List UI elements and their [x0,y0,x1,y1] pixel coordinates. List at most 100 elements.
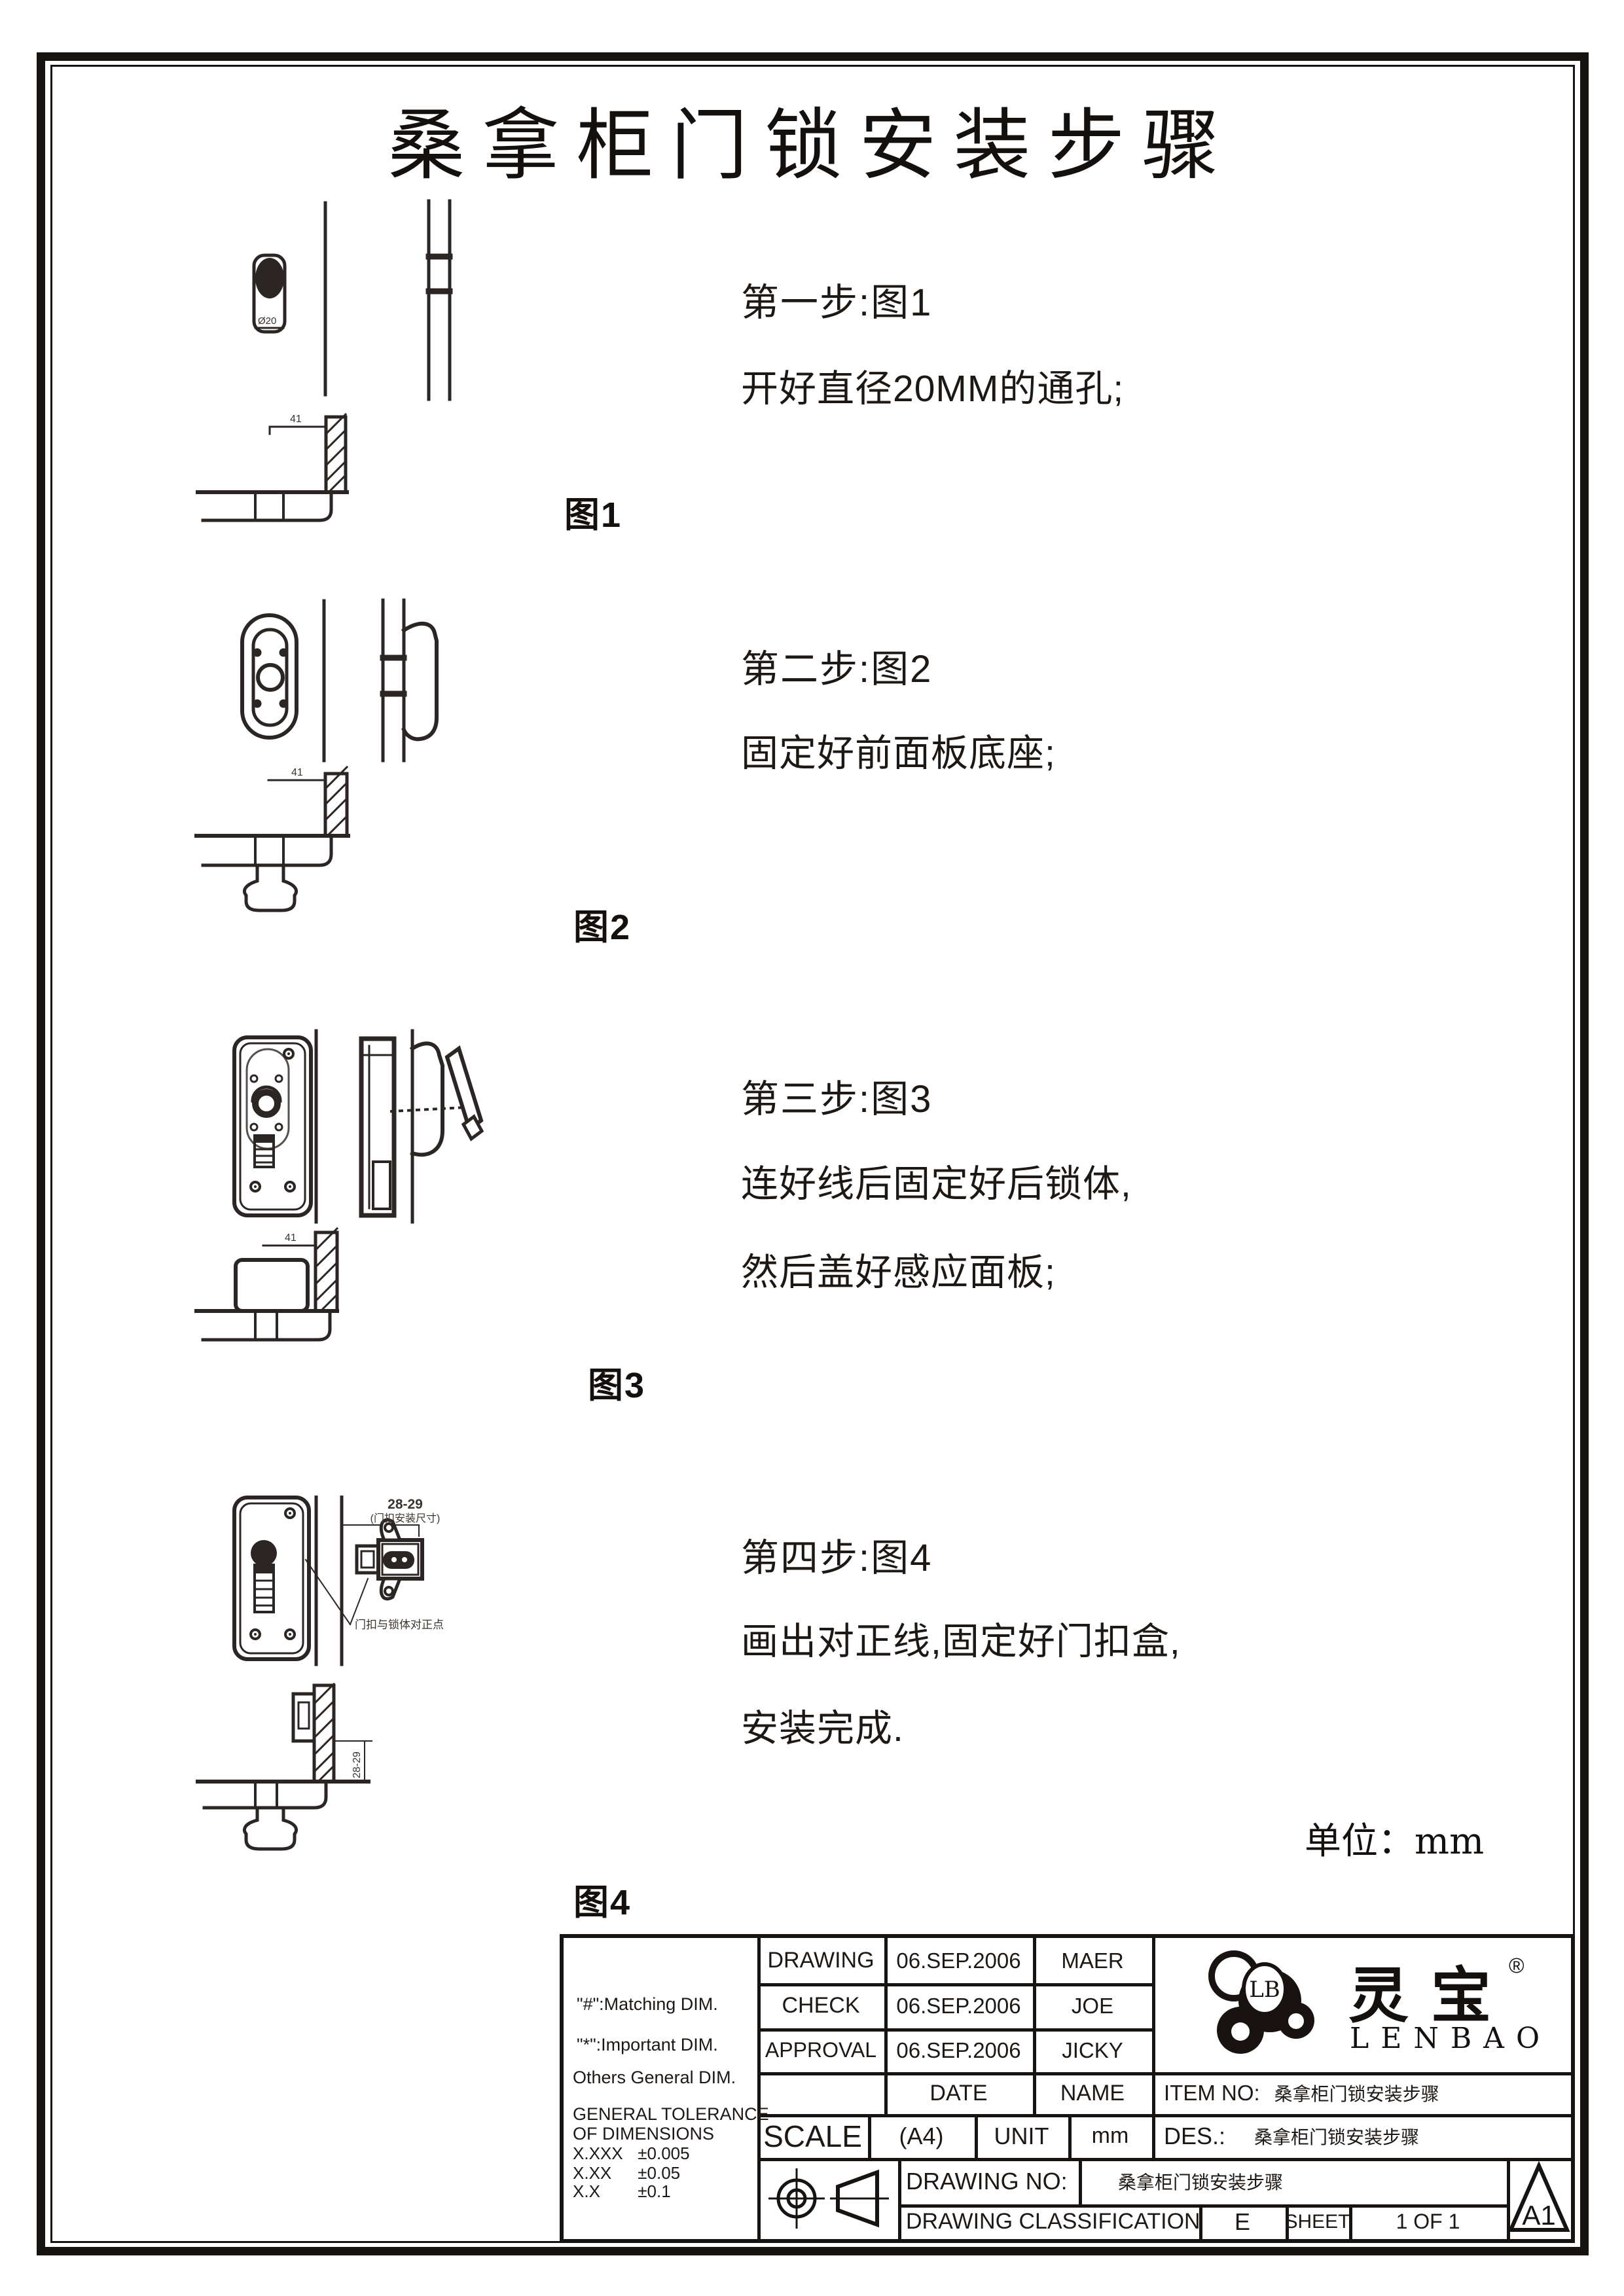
sheet-label: SHEET [1284,2210,1350,2233]
lenbao-logo-mark-icon: LB [1208,1950,1314,2054]
grid-line [757,2072,1571,2075]
grid-line [757,2114,1571,2117]
date-column-label: DATE [929,2080,988,2106]
depth-dim: 41 [291,767,303,778]
note-matching-dim: "#":Matching DIM. [577,1994,718,2014]
grid-line [1349,2204,1352,2239]
projection-symbol-cell [757,2158,898,2239]
classification-label: DRAWING CLASSIFICATION [906,2209,1200,2234]
classification-value: E [1234,2208,1250,2235]
des-label: DES.: [1164,2122,1226,2149]
des-value: 桑拿柜门锁安装步骤 [1254,2126,1420,2148]
role-approval: APPROVAL [765,2038,877,2062]
check-name: JOE [1071,1993,1114,2018]
depth-dim: 41 [285,1232,297,1244]
figure-4-label: 图4 [573,1883,632,1922]
des-cell: DES.: 桑拿柜门锁安装步骤 [1152,2114,1583,2158]
title-block: "#":Matching DIM. "*":Important DIM. Oth… [560,1934,1575,2243]
drawing-no-label: DRAWING NO: [906,2167,1068,2195]
grid-line [1033,1938,1036,2114]
tolerance-precision: X.X [573,2181,600,2201]
grid-line [757,2028,1152,2032]
page-title: 桑拿柜门锁安装步骤 [388,100,1236,190]
grid-line [1286,2204,1289,2239]
grid-line [1079,2158,1082,2204]
size-code-cell: A1 [1507,2158,1571,2239]
approval-name: JICKY [1062,2037,1123,2062]
projection-symbol-icon [768,2168,889,2229]
step-4-line: 画出对正线,固定好门扣盒, [741,1621,1181,1662]
paper-size: (A4) [899,2122,944,2149]
check-date: 06.SEP.2006 [896,1993,1021,2018]
figure-2-drawing: 41 [194,598,439,912]
tolerance-value: ±0.005 [638,2144,690,2163]
step-1-heading: 第一步:图1 [741,281,933,324]
grid-line [1199,2204,1202,2239]
name-column-label: NAME [1060,2080,1125,2106]
drawing-date: 06.SEP.2006 [896,1948,1021,1973]
tolerance-heading: GENERAL TOLERANCE [573,2104,769,2124]
drawing-name: MAER [1061,1948,1124,1973]
step-3-line: 然后盖好感应面板; [741,1251,1056,1293]
grid-line [898,2204,1507,2208]
catch-span-note: (门扣安装尺寸) [370,1513,441,1524]
grid-line [1507,2158,1510,2239]
role-check: CHECK [782,1993,860,2018]
tolerance-value: ±0.1 [638,2181,671,2201]
item-no-cell: ITEM NO: 桑拿柜门锁安装步骤 [1152,2072,1583,2114]
step-1-line: 开好直径20MM的通孔; [741,368,1125,410]
drawing-no-value: 桑拿柜门锁安装步骤 [1118,2171,1284,2193]
item-no-value: 桑拿柜门锁安装步骤 [1274,2083,1439,2105]
item-no-label: ITEM NO: [1164,2081,1260,2105]
grid-line [757,1983,1152,1986]
note-important-dim: "*":Important DIM. [577,2035,718,2054]
grid-line [757,1938,761,2239]
figure-1-drawing: Ø20 41 [196,199,453,522]
tolerance-row: X.XXX ±0.005 [573,2144,690,2164]
grid-line [884,1938,888,2114]
scale-label: SCALE [763,2119,862,2153]
grid-line [868,2114,871,2158]
role-drawing: DRAWING [767,1948,875,1973]
tolerance-precision: X.XX [573,2163,612,2183]
unit-note: 单位：mm [1305,1820,1485,1863]
figure-3-label: 图3 [588,1366,646,1405]
step-4-line: 安装完成. [741,1708,904,1749]
step-2-line: 固定好前面板底座; [741,732,1056,774]
catch-span-dim: 28-29 [388,1497,423,1512]
sheet-value: 1 OF 1 [1396,2210,1460,2233]
tolerance-heading: OF DIMENSIONS [573,2124,715,2144]
logo-latin-name: LENBAO [1350,2022,1552,2055]
figure-4-drawing: 28-29 (门扣安装尺寸) 门扣与锁体对正点 28-29 [196,1496,444,1851]
tolerance-value: ±0.05 [638,2163,681,2183]
registered-trademark-icon: ® [1509,1954,1525,1977]
size-code: A1 [1522,2200,1555,2231]
hole-diameter-dim: Ø20 [258,315,276,327]
grid-line [757,2158,1571,2161]
grid-line [975,2114,978,2158]
catch-align-note: 门扣与锁体对正点 [355,1619,444,1631]
approval-date: 06.SEP.2006 [896,2037,1021,2062]
unit-value: mm [1091,2123,1129,2148]
logo-chinese-name: 灵宝 [1348,1960,1514,2031]
logo-lb-monogram: LB [1249,1977,1280,2003]
step-3-line: 连好线后固定好后锁体, [741,1163,1132,1205]
grid-line [1068,2114,1072,2158]
unit-label: UNIT [994,2122,1049,2149]
figure-3-drawing: 41 [194,1029,484,1342]
page-border-outer [37,52,1589,2255]
figure-1-label: 图1 [564,495,623,535]
depth-dim: 41 [290,414,302,425]
grid-line [898,2158,901,2239]
logo-cell: LB 灵宝 ® LENBAO [1152,1938,1571,2072]
a1-size-triangle-icon: A1 [1507,2161,1570,2232]
catch-side-dim: 28-29 [352,1751,363,1778]
grid-line [1152,1938,1155,2158]
step-4-heading: 第四步:图4 [741,1537,933,1579]
step-2-heading: 第二步:图2 [741,648,933,691]
note-general-dim: Others General DIM. [573,2068,736,2087]
tolerance-row: X.X ±0.1 [573,2181,671,2202]
figure-2-label: 图2 [573,908,632,947]
step-3-heading: 第三步:图3 [741,1078,933,1121]
